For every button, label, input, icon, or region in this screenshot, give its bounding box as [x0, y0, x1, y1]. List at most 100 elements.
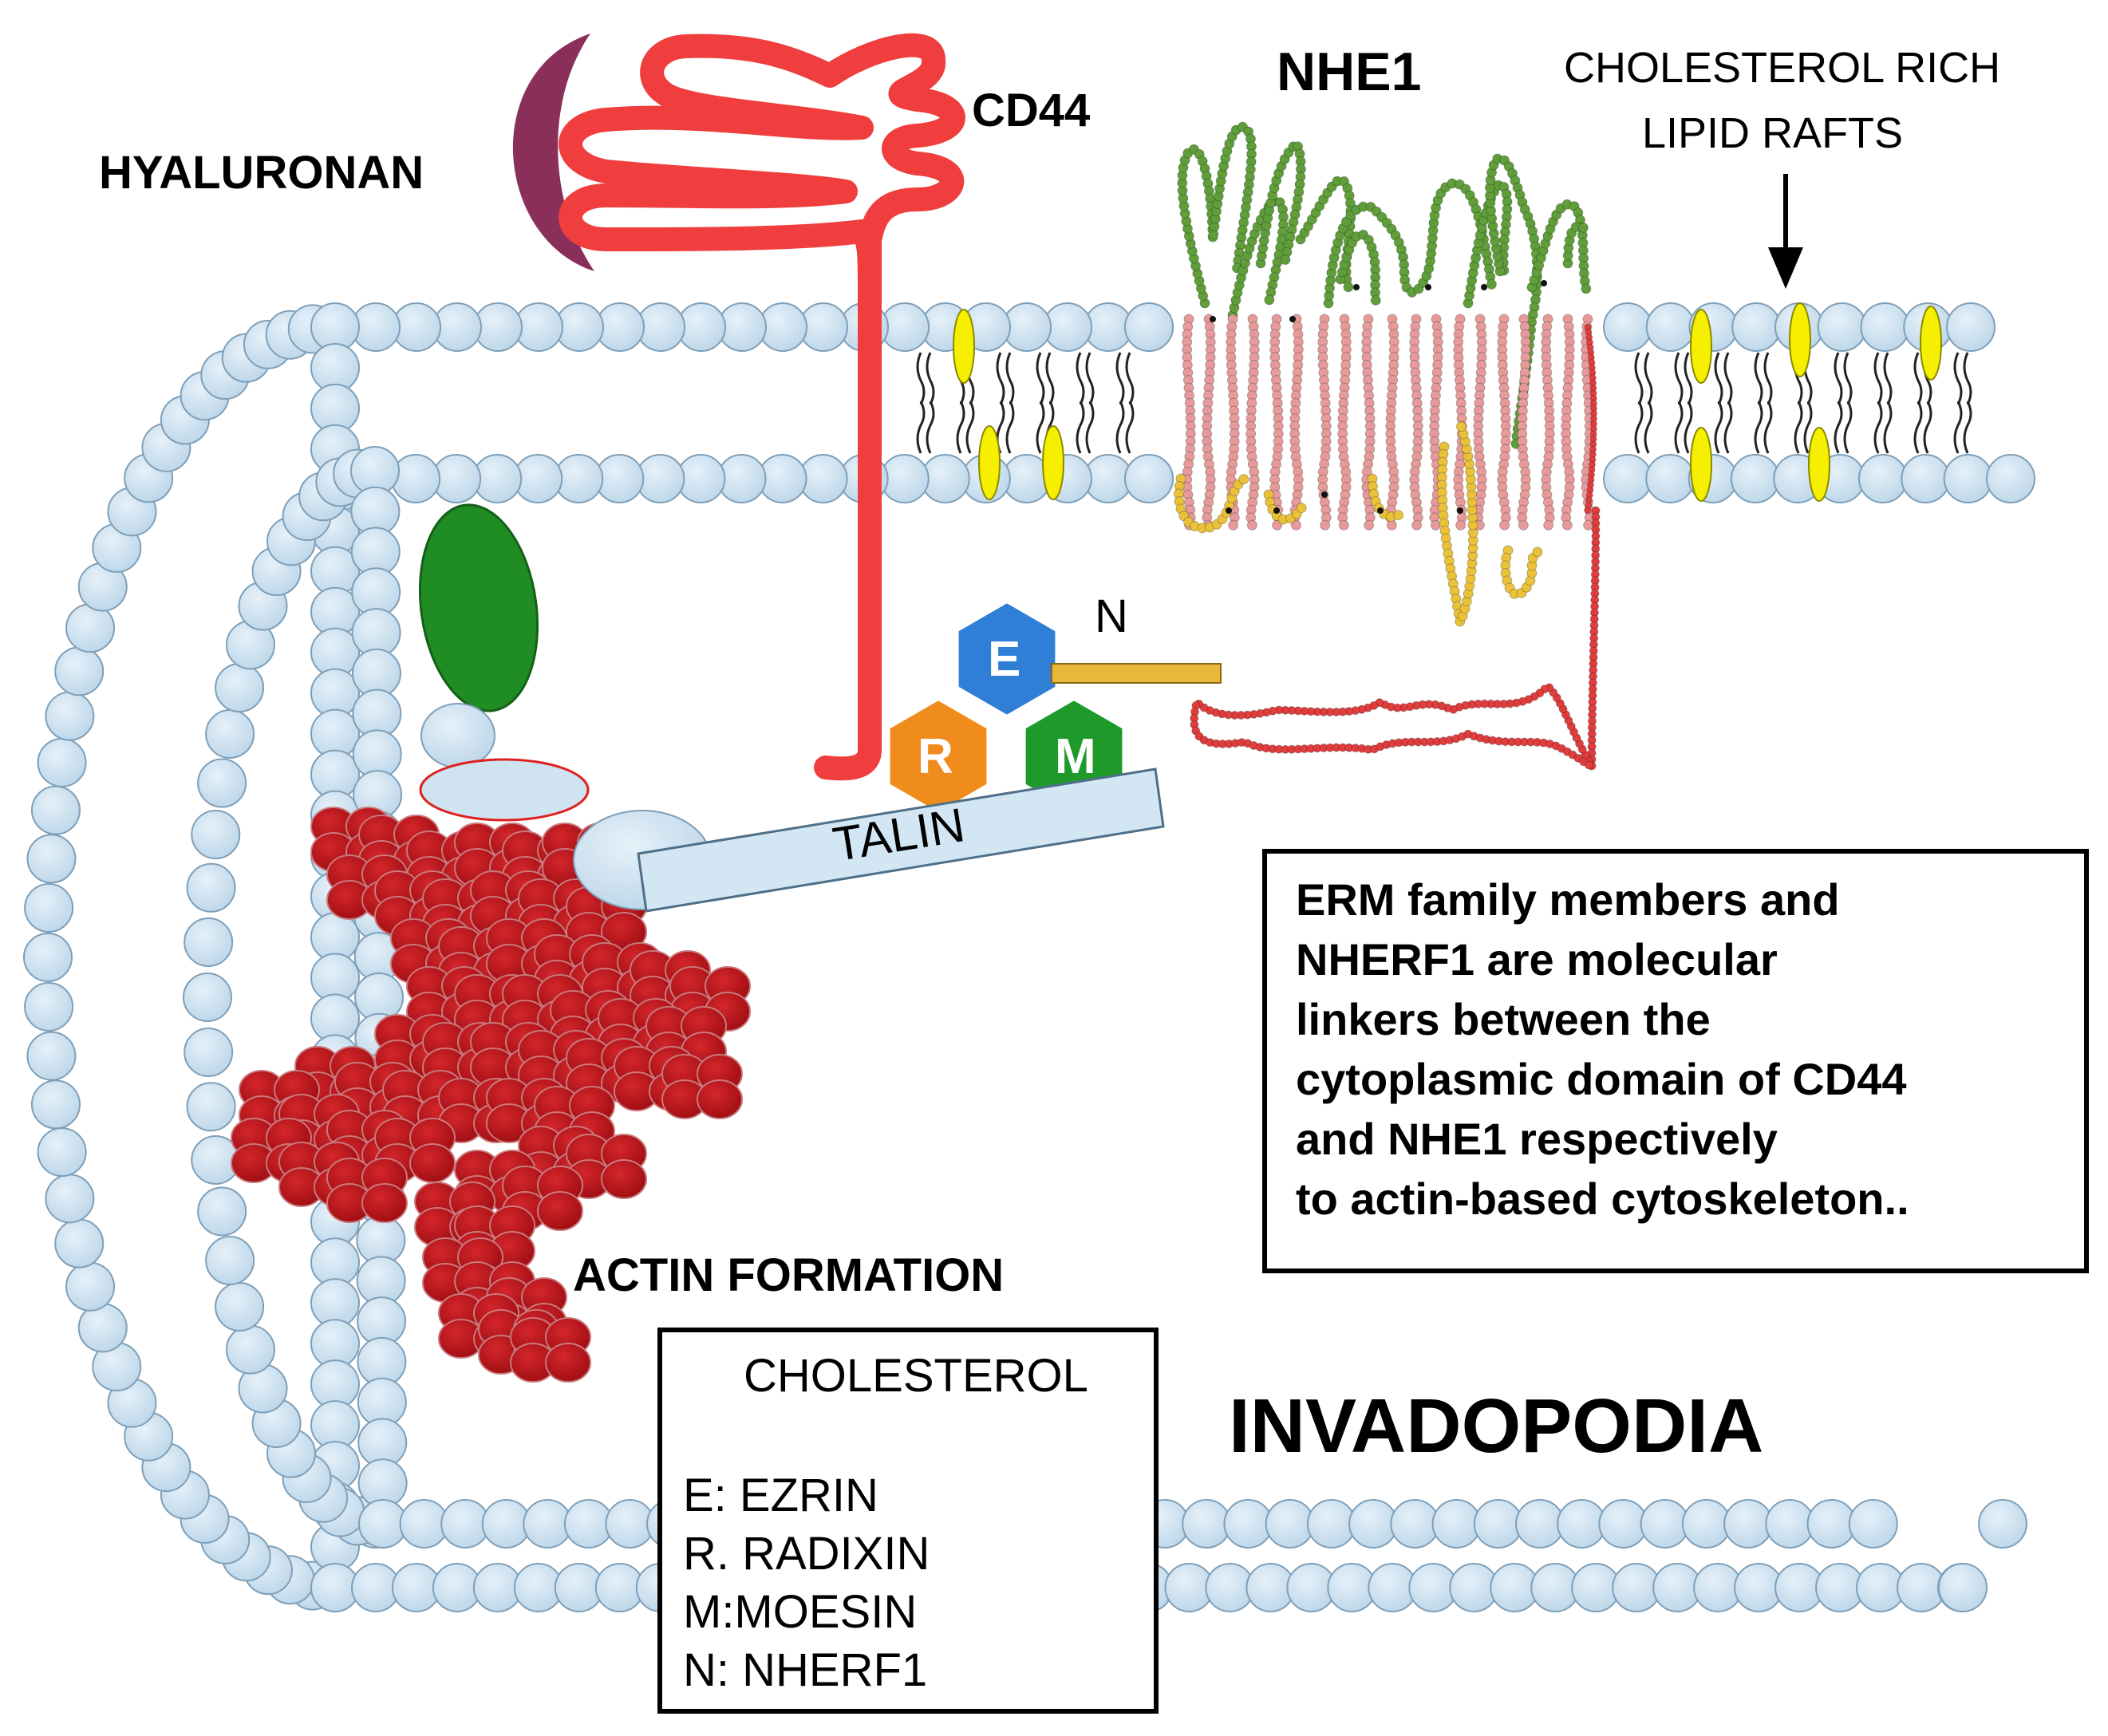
radixin-letter: R — [918, 729, 953, 784]
lipid-head — [45, 1174, 95, 1224]
lipid-tail — [1125, 400, 1135, 454]
nhe1-junction — [1541, 280, 1547, 286]
actin-monomer — [409, 1143, 456, 1183]
nhe1-bead — [1264, 294, 1275, 306]
nhe1-bead — [1296, 503, 1307, 514]
lipid-head — [1681, 1499, 1731, 1549]
lipid-head — [1860, 302, 1910, 352]
cholesterol — [953, 309, 975, 384]
talin-bar — [637, 767, 1165, 913]
lipid-tail — [1763, 352, 1773, 405]
lipid-tails — [916, 352, 1972, 454]
nhe1-junction — [1289, 316, 1296, 322]
lipid-head — [1645, 302, 1695, 352]
nhe1-label: NHE1 — [1277, 41, 1422, 102]
lipid-tail — [1714, 352, 1723, 405]
nherf1-bar — [1051, 663, 1222, 684]
lipid-tail — [965, 400, 975, 454]
cholesterol — [1042, 425, 1064, 500]
cholesterol — [1808, 427, 1830, 502]
nhe1-bead — [1280, 254, 1291, 265]
nhe1-bead — [1499, 519, 1510, 531]
nhe1-bead — [1411, 519, 1423, 531]
lipid-tail — [926, 352, 935, 405]
lipid-head — [1731, 454, 1780, 503]
adapter-protein-top — [420, 703, 495, 768]
lipid-head — [23, 933, 73, 982]
lipid-head — [65, 1261, 116, 1312]
description-line: cytoplasmic domain of CD44 — [1296, 1054, 1907, 1104]
nhe1-junction — [1481, 284, 1487, 290]
lipid-head — [54, 1218, 105, 1268]
actin-monomer — [697, 1079, 743, 1119]
lipid-head — [1765, 1499, 1815, 1549]
legend-box: CHOLESTEROL E: EZRIN R. RADIXIN M:MOESIN… — [657, 1328, 1159, 1714]
lipid-tail — [1834, 400, 1843, 454]
nhe1-junction — [1457, 507, 1463, 514]
lipid-tail — [1723, 352, 1733, 405]
lipid-head — [1640, 1499, 1690, 1549]
lipid-head — [183, 973, 232, 1022]
lipid-tail — [1684, 352, 1693, 405]
lipid-tail — [1953, 400, 1963, 454]
hyaluronan-label: HYALURONAN — [99, 147, 424, 199]
nhe1-bead — [1455, 421, 1467, 432]
nhe1-exchanger — [1173, 121, 1601, 771]
lipid-head — [391, 454, 441, 503]
lipid-head — [37, 1127, 87, 1178]
lipid-head — [197, 1186, 247, 1237]
lipid-tail — [1115, 400, 1125, 454]
nhe1-bead — [1393, 510, 1404, 521]
lipid-tail — [1913, 352, 1923, 405]
description-line: linkers between the — [1296, 994, 1711, 1044]
lipid-tail — [1005, 352, 1015, 405]
lipid-tail — [1644, 352, 1653, 405]
lipid-tail — [1684, 400, 1693, 454]
actin-formation-label: ACTIN FORMATION — [573, 1249, 1005, 1301]
lipid-head — [1598, 1499, 1648, 1549]
nhe1-bead — [1246, 519, 1257, 531]
lipid-head — [184, 917, 234, 968]
legend-entry: N: NHERF1 — [683, 1644, 928, 1696]
lipid-head — [1723, 1499, 1774, 1549]
lipid-tail — [1873, 352, 1883, 405]
actin-filaments — [231, 807, 751, 1383]
lipid-tail — [1963, 400, 1972, 454]
lipid-tail — [1963, 352, 1972, 405]
lipid-tail — [1076, 352, 1085, 405]
legend-entry: R. RADIXIN — [683, 1528, 930, 1580]
lipid-head — [45, 691, 95, 741]
nhe1-bead — [1585, 760, 1594, 770]
lipid-head — [1473, 1499, 1523, 1549]
nhe1-bead — [1584, 507, 1592, 515]
lipid-tail — [1913, 400, 1923, 454]
legend-entry: M:MOESIN — [683, 1586, 918, 1638]
lipid-tail — [1883, 400, 1893, 454]
cd44-label: CD44 — [972, 85, 1091, 136]
nhe1-bead — [1320, 519, 1331, 531]
lipid-head — [1182, 1499, 1232, 1549]
legend-cholesterol-label: CHOLESTEROL — [744, 1350, 1088, 1402]
nhe1-bead — [1486, 278, 1497, 290]
lipid-tail — [1883, 352, 1893, 405]
nhe1-bead — [1532, 546, 1543, 558]
lipid-head — [1431, 1499, 1482, 1549]
lipid-tail — [1873, 400, 1883, 454]
lipid-head — [215, 663, 265, 713]
lipid-tail — [1763, 400, 1773, 454]
cholesterol-molecules — [953, 302, 1942, 502]
lipid-head — [65, 603, 116, 653]
lipid-tail — [916, 400, 926, 454]
lipid-head — [191, 810, 241, 860]
plasma-membrane — [23, 302, 2035, 1612]
lipid-tail — [1076, 400, 1085, 454]
lipid-tail — [1634, 400, 1644, 454]
nhe1-junction — [1425, 284, 1431, 290]
lipid-tail — [1754, 352, 1763, 405]
nhe1-junction — [1210, 316, 1216, 322]
lipid-tail — [1085, 400, 1095, 454]
lipid-tail — [916, 352, 926, 405]
lipid-head — [184, 1027, 234, 1077]
nhe1-bead — [1577, 222, 1589, 233]
